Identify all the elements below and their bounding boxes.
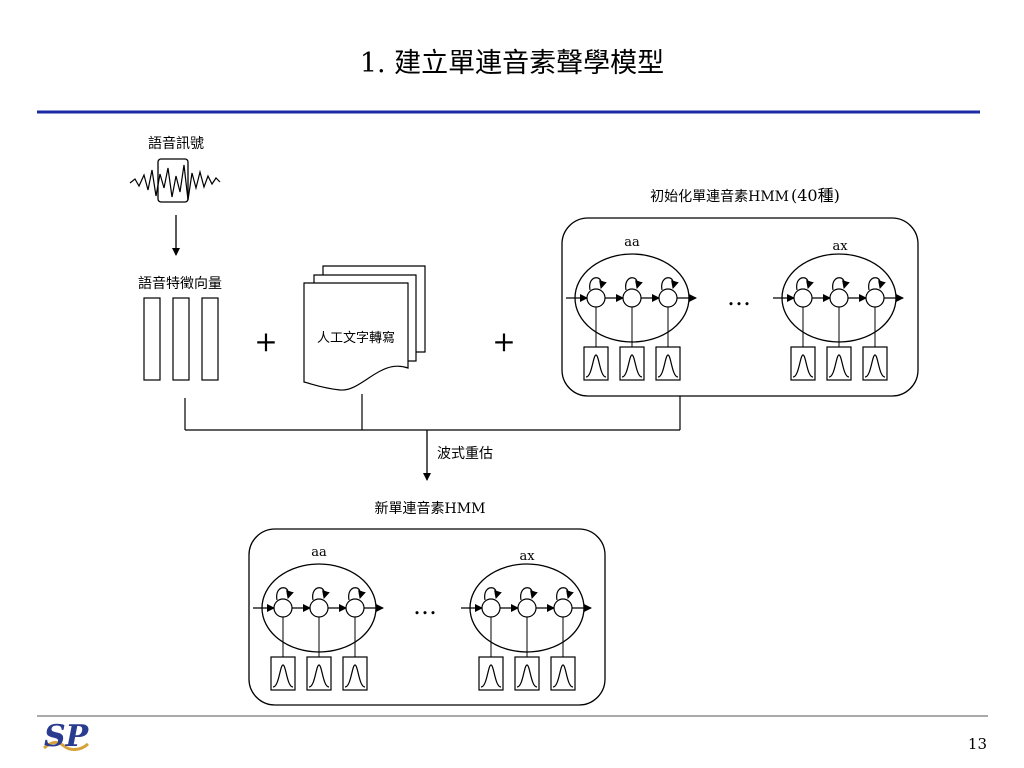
speech-waveform	[129, 164, 221, 201]
merge-connector	[184, 394, 681, 431]
new-hmm-label: 新單連音素HMM	[375, 500, 486, 517]
feature-vector-label: 語音特徵向量	[138, 275, 222, 292]
reestimation-label: 波式重估	[437, 446, 493, 462]
new-hmm-chain-aa	[253, 564, 383, 690]
new-hmm-phone-aa: aa	[311, 545, 327, 560]
new-hmm-ellipsis: …	[413, 592, 437, 620]
init-hmm-phone-aa: aa	[624, 235, 640, 250]
new-hmm-phone-ax: ax	[519, 549, 535, 564]
transcription-document-icon	[303, 265, 426, 391]
init-hmm-chain-ax	[773, 254, 903, 380]
transcription-label: 人工文字轉寫	[317, 330, 395, 346]
init-hmm-label: 初始化單連音素HMM	[650, 188, 789, 205]
page-number: 13	[968, 735, 987, 753]
speech-signal-label: 語音訊號	[148, 135, 204, 152]
feature-vector-bar	[201, 297, 219, 381]
init-hmm-ellipsis: …	[727, 283, 751, 311]
slide-title: 1. 建立單連音素聲學模型	[360, 48, 664, 79]
new-hmm-chain-ax	[461, 564, 591, 690]
init-hmm-box	[561, 217, 919, 397]
plus-sign-1: +	[254, 325, 277, 358]
feature-vector-bar	[172, 297, 190, 381]
slp-logo-text: SP	[44, 719, 90, 754]
slp-logo: SP	[43, 719, 90, 754]
analysis-window	[157, 158, 189, 203]
init-hmm-chain-aa	[566, 254, 696, 380]
new-hmm-box	[248, 528, 606, 706]
init-hmm-phone-ax: ax	[832, 239, 848, 254]
plus-sign-2: +	[492, 325, 515, 358]
init-hmm-count: (40種)	[791, 186, 840, 205]
feature-vector-bar	[143, 297, 161, 381]
